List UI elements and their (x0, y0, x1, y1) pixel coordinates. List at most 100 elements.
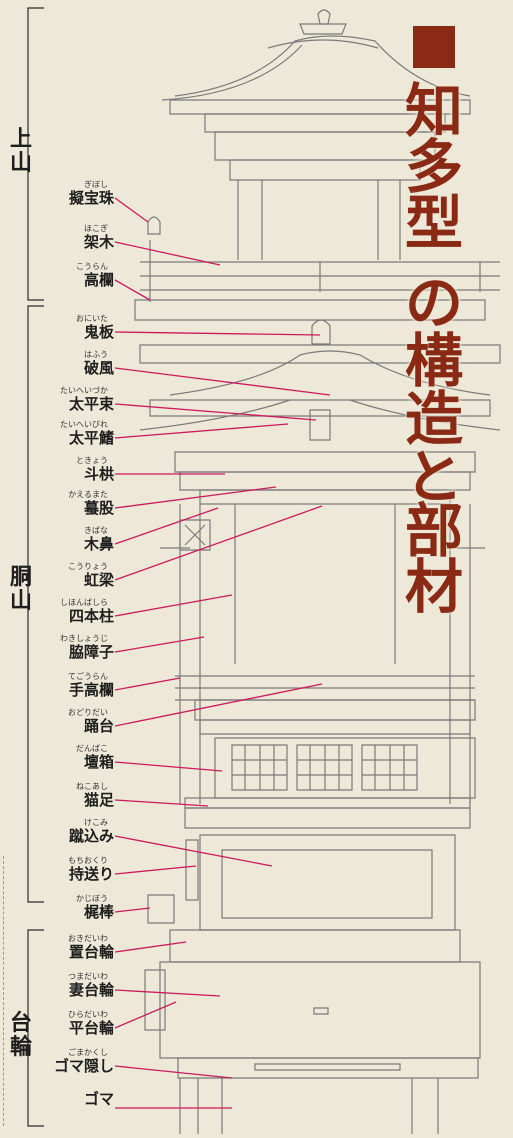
term-reading: おどりだい (68, 708, 108, 717)
title-char: 材 (404, 553, 463, 621)
term-name: 太平束 (68, 395, 114, 413)
leader-line (114, 507, 219, 545)
term-reading: もちおくり (68, 856, 108, 865)
leader-line (114, 505, 323, 581)
term-name: ゴマ (83, 1090, 114, 1108)
term-reading: けこみ (84, 818, 108, 827)
title-char: 構 (404, 327, 463, 395)
term-reading: こうらん (76, 262, 108, 271)
term-name: 持送り (68, 865, 114, 883)
term-name: ゴマ隠し (53, 1057, 114, 1075)
term-label: ぎぼし擬宝珠 (8, 180, 114, 207)
leader-line (114, 594, 233, 617)
term-label: たいへいびれ太平鰭 (8, 420, 114, 447)
title-char: 知 (404, 77, 463, 145)
term-reading: おきだいわ (68, 934, 108, 943)
term-label: けこみ蹴込み (8, 818, 114, 845)
term-reading: ごまかくし (68, 1048, 108, 1057)
leader-line (114, 197, 149, 223)
leader-line (114, 403, 317, 421)
term-label: おどりだい踊台 (8, 708, 114, 735)
term-reading: ときょう (76, 456, 108, 465)
leader-line (114, 1001, 177, 1029)
term-name: 梶棒 (83, 903, 114, 921)
term-label: こうらん高欄 (8, 262, 114, 289)
title-char: の (404, 269, 463, 337)
term-label: かえるまた蟇股 (8, 490, 114, 517)
section-label: 胴山 (9, 565, 32, 614)
leader-line (114, 1065, 233, 1079)
term-name: 破風 (83, 359, 114, 377)
term-reading: ぎぼし (84, 180, 108, 189)
title-char: 造 (404, 385, 463, 453)
term-name: 手高欄 (68, 681, 114, 699)
term-name: 平台輪 (68, 1019, 114, 1037)
leader-line (114, 941, 187, 953)
term-reading: おにいた (76, 314, 108, 323)
term-label: おきだいわ置台輪 (8, 934, 114, 961)
leader-line (114, 331, 321, 336)
term-name: 蟇股 (83, 499, 114, 517)
term-name: 虹梁 (83, 571, 114, 589)
term-label: ねこあし猫足 (8, 782, 114, 809)
term-name: 壇箱 (83, 753, 114, 771)
title-char: 部 (404, 497, 463, 565)
term-label: だんばこ壇箱 (8, 744, 114, 771)
term-label: ごまかくしゴマ隠し (8, 1048, 114, 1075)
term-name: 四本柱 (68, 607, 114, 625)
term-name: 蹴込み (68, 827, 114, 845)
term-name: 踊台 (83, 717, 114, 735)
term-name: 鬼板 (83, 323, 114, 341)
term-reading: はふう (84, 350, 108, 359)
section-label: 台輪 (9, 1011, 32, 1060)
leader-line (114, 683, 323, 727)
term-reading: ひらだいわ (68, 1010, 108, 1019)
margin-rule (3, 856, 14, 1126)
term-reading: かえるまた (68, 490, 108, 499)
term-reading: きばな (84, 526, 108, 535)
term-label: しほんばしら四本柱 (8, 598, 114, 625)
term-reading: ほこぎ (84, 224, 108, 233)
term-label: ひらだいわ平台輪 (8, 1010, 114, 1037)
leader-line (114, 677, 181, 691)
term-label: はふう破風 (8, 350, 114, 377)
term-name: 脇障子 (68, 643, 114, 661)
term-name: 木鼻 (83, 535, 114, 553)
leader-line (114, 367, 331, 396)
term-reading: こうりょう (68, 562, 108, 571)
term-label: こうりょう虹梁 (8, 562, 114, 589)
leader-lines (114, 197, 331, 1109)
term-label: てごうらん手高欄 (8, 672, 114, 699)
term-name: 猫足 (83, 791, 114, 809)
term-label: かじぼう梶棒 (8, 894, 114, 921)
term-name: 高欄 (83, 271, 114, 289)
leader-line (114, 636, 205, 653)
term-name: 斗栱 (83, 465, 114, 483)
term-name: 妻台輪 (68, 981, 114, 999)
leader-line (114, 907, 151, 913)
term-reading: たいへいびれ (60, 420, 108, 429)
leader-line (114, 241, 221, 266)
term-reading: だんばこ (76, 744, 108, 753)
term-name: 架木 (83, 233, 114, 251)
term-reading: かじぼう (76, 894, 108, 903)
term-reading: てごうらん (68, 672, 108, 681)
leader-line (114, 989, 221, 997)
leader-line (114, 761, 223, 772)
term-name: 置台輪 (68, 943, 114, 961)
term-reading: わきしょうじ (60, 634, 108, 643)
term-reading: つまだいわ (68, 972, 108, 981)
title-char: と (404, 443, 463, 511)
title-char: 多 (404, 133, 463, 201)
term-label: おにいた鬼板 (8, 314, 114, 341)
leader-line (114, 835, 273, 867)
term-label: きばな木鼻 (8, 526, 114, 553)
title-marker (413, 26, 455, 68)
title-char: 型 (404, 189, 463, 257)
term-label: つまだいわ妻台輪 (8, 972, 114, 999)
term-label: わきしょうじ脇障子 (8, 634, 114, 661)
term-name: 太平鰭 (68, 429, 114, 447)
term-label: ほこぎ架木 (8, 224, 114, 251)
